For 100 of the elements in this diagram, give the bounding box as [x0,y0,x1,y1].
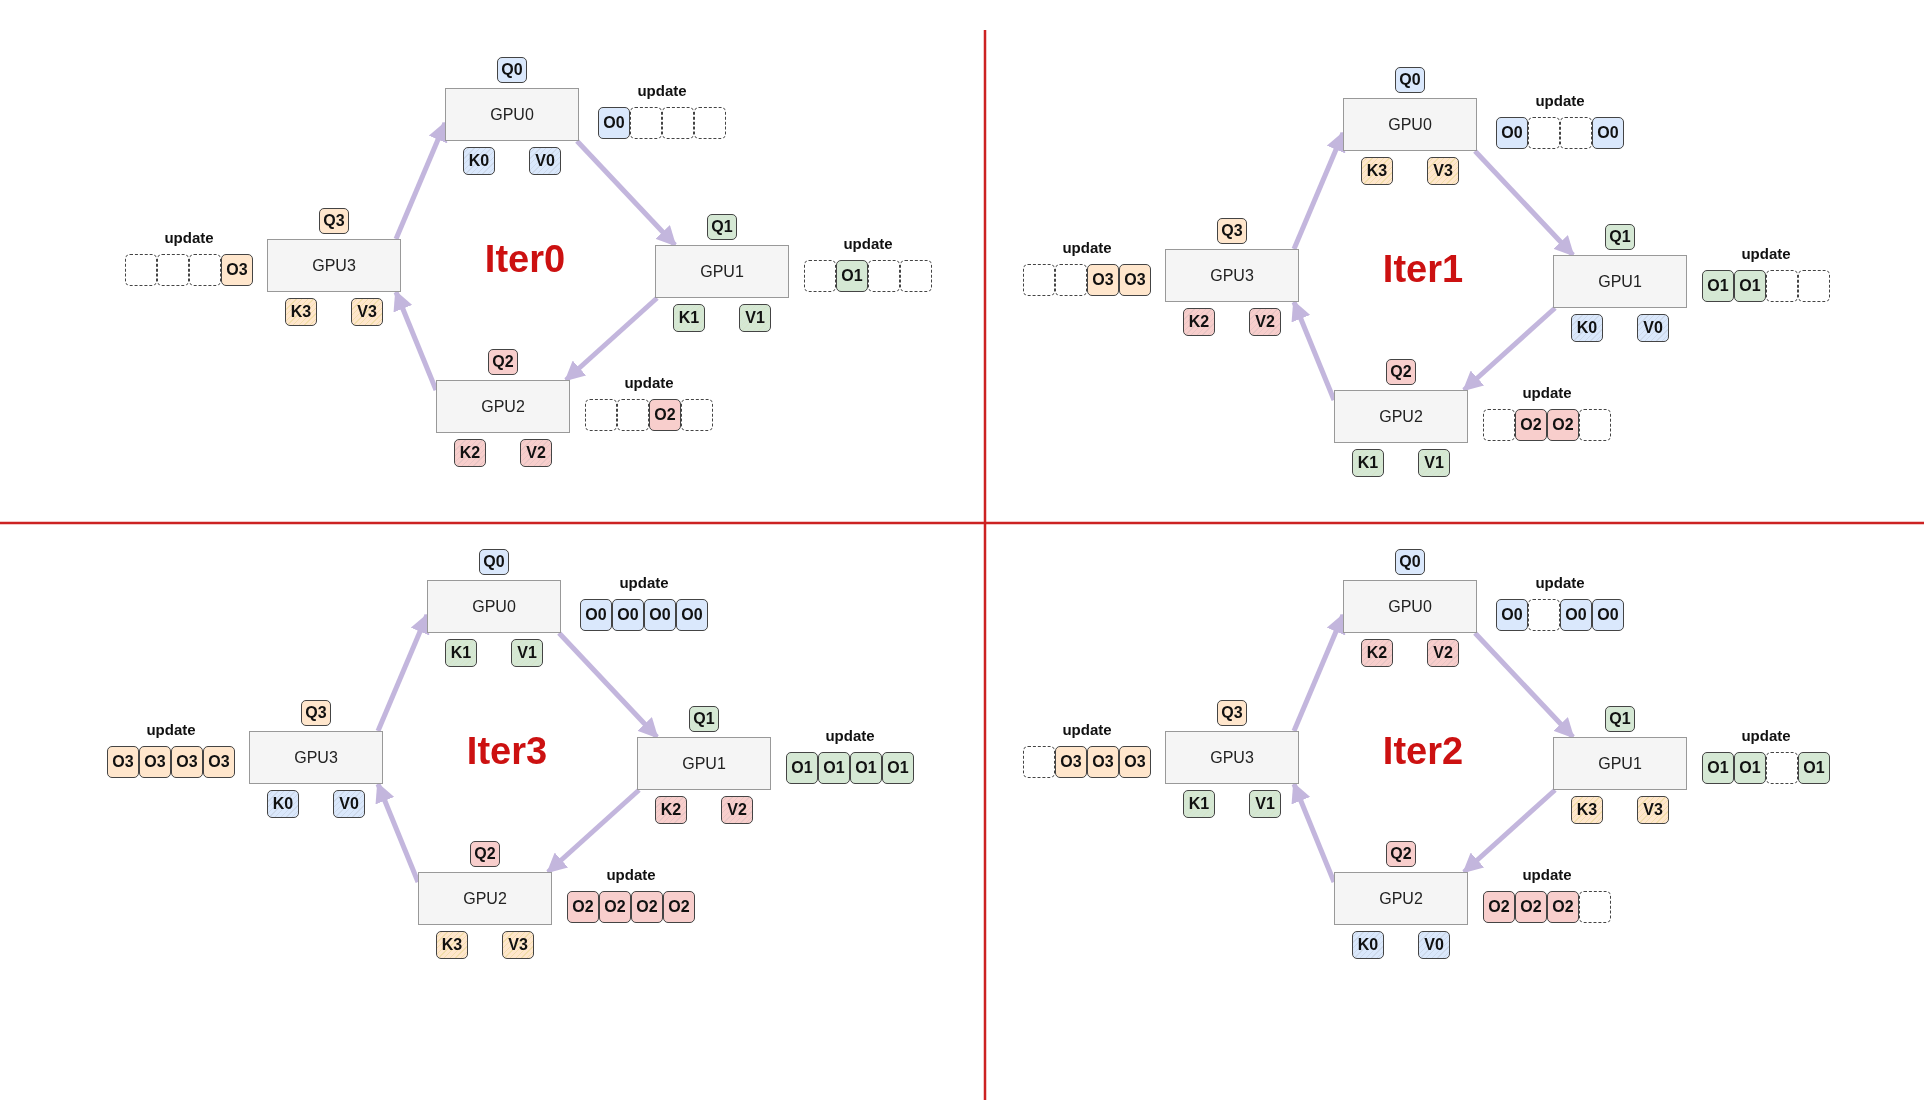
gpu-box: GPU1 [1553,737,1687,790]
key-block: K3 [1571,796,1603,824]
value-block: V3 [502,931,534,959]
gpu-box: GPU1 [637,737,771,790]
iteration-label: Iter3 [465,729,549,773]
output-block: O1 [850,752,882,784]
output-block: O2 [567,891,599,923]
update-label: update [163,228,215,246]
value-block: V0 [529,147,561,175]
query-block: Q1 [707,214,737,240]
output-block: O0 [1592,599,1624,631]
output-block: O3 [1119,264,1151,296]
key-block: K0 [463,147,495,175]
gpu-box: GPU2 [1334,872,1468,925]
update-label: update [605,865,657,883]
output-block: O1 [1702,752,1734,784]
key-block: K0 [267,790,299,818]
value-block: V0 [333,790,365,818]
value-block: V2 [520,439,552,467]
key-block: K3 [1361,157,1393,185]
arrow [375,613,430,732]
output-block: O2 [1547,891,1579,923]
output-block: O2 [649,399,681,431]
arrow [1473,149,1575,257]
value-block: V3 [351,298,383,326]
key-block: K2 [655,796,687,824]
output-block: O1 [786,752,818,784]
value-block: V1 [1249,790,1281,818]
gpu-box: GPU2 [418,872,552,925]
arrow [575,139,677,247]
output-block: O0 [644,599,676,631]
update-label: update [1740,726,1792,744]
update-label: update [636,81,688,99]
gpu-box: GPU3 [249,731,383,784]
gpu-box: GPU0 [445,88,579,141]
output-block: O2 [1515,409,1547,441]
key-block: K3 [436,931,468,959]
output-block: O0 [1496,599,1528,631]
query-block: Q2 [1386,359,1416,385]
update-label: update [618,573,670,591]
output-block: O0 [676,599,708,631]
value-block: V1 [511,639,543,667]
output-block: O3 [203,746,235,778]
output-block: O2 [1515,891,1547,923]
update-label: update [1521,383,1573,401]
arrow [1462,306,1557,392]
output-block: O2 [1483,891,1515,923]
update-label: update [824,726,876,744]
update-label: update [1061,238,1113,256]
arrow [1291,131,1346,250]
query-block: Q3 [1217,218,1247,244]
update-label: update [842,234,894,252]
arrow [546,788,641,874]
output-block: O3 [1119,746,1151,778]
output-block: O0 [598,107,630,139]
output-block: O1 [882,752,914,784]
update-label: update [1534,573,1586,591]
output-block: O1 [1702,270,1734,302]
arrow [557,631,659,739]
value-block: V1 [739,304,771,332]
arrow [1291,613,1346,732]
output-block: O1 [1734,752,1766,784]
output-block: O2 [599,891,631,923]
output-block: O1 [1798,752,1830,784]
output-block: O1 [836,260,868,292]
update-label: update [145,720,197,738]
iteration-label: Iter0 [483,237,567,281]
key-block: K2 [1183,308,1215,336]
query-block: Q0 [497,57,527,83]
query-block: Q0 [479,549,509,575]
gpu-box: GPU1 [1553,255,1687,308]
output-block: O2 [631,891,663,923]
query-block: Q1 [1605,706,1635,732]
gpu-box: GPU2 [1334,390,1468,443]
query-block: Q3 [319,208,349,234]
output-block: O3 [221,254,253,286]
query-block: Q2 [1386,841,1416,867]
value-block: V0 [1418,931,1450,959]
output-block: O0 [1496,117,1528,149]
gpu-box: GPU0 [1343,98,1477,151]
query-block: Q2 [470,841,500,867]
update-label: update [1521,865,1573,883]
value-block: V3 [1637,796,1669,824]
query-block: Q1 [689,706,719,732]
value-block: V2 [1249,308,1281,336]
arrow [1462,788,1557,874]
key-block: K1 [1352,449,1384,477]
output-block: O0 [1592,117,1624,149]
output-block: O3 [139,746,171,778]
gpu-box: GPU0 [427,580,561,633]
value-block: V2 [721,796,753,824]
query-block: Q0 [1395,549,1425,575]
value-block: V1 [1418,449,1450,477]
query-block: Q2 [488,349,518,375]
query-block: Q0 [1395,67,1425,93]
output-block: O3 [1055,746,1087,778]
key-block: K1 [445,639,477,667]
gpu-box: GPU0 [1343,580,1477,633]
key-block: K0 [1571,314,1603,342]
output-block: O3 [107,746,139,778]
